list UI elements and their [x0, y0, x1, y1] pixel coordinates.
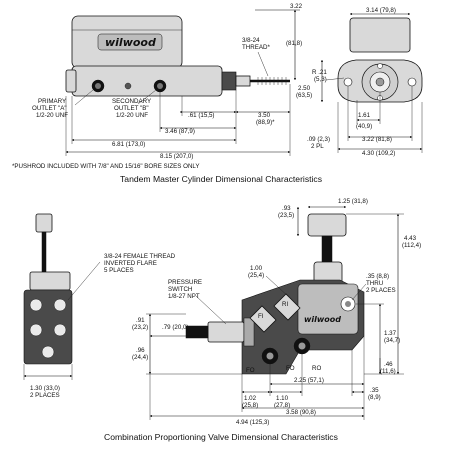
- port-ri-label: RI: [282, 301, 288, 308]
- dim-322-metric: (81,8): [286, 40, 302, 47]
- dim-102-metric: (25,8): [242, 402, 258, 409]
- dim-096-metric: (24,4): [132, 354, 148, 361]
- dim-079-label: .79 (20,0): [162, 324, 188, 331]
- thru-hole-label-1: .35 (8,8): [366, 273, 389, 280]
- dim-443-label: 4.43: [404, 235, 417, 242]
- dim-322-label: 3.22: [290, 3, 303, 10]
- pressure-switch-label-2: SWITCH: [168, 286, 192, 293]
- dim-035-label: .35: [370, 387, 379, 394]
- dim-815-label: 8.15 (207,0): [160, 153, 193, 160]
- dim-161-label: 1.61: [358, 112, 371, 119]
- dim-096-label: .96: [136, 347, 145, 354]
- female-thread-label-3: 5 PLACES: [104, 267, 134, 274]
- thru-hole-label-3: 2 PLACES: [366, 287, 396, 294]
- pressure-switch-label-3: 1/8-27 NPT: [168, 293, 200, 300]
- dim-430-label: 4.30 (109,2): [362, 150, 395, 157]
- dim-009-places: 2 PL: [311, 143, 324, 150]
- pushrod-footnote: *PUSHROD INCLUDED WITH 7/8" AND 15/16" B…: [12, 163, 200, 170]
- primary-outlet-label-2: OUTLET "A": [32, 105, 67, 112]
- dim-346-label: 3.46 (87,9): [165, 128, 195, 135]
- female-thread-label-2: INVERTED FLARE: [104, 260, 157, 267]
- master-cylinder-end-view: [320, 12, 423, 153]
- port-fo-b-label: FO: [286, 365, 295, 372]
- master-cylinder-side-view: [65, 9, 300, 156]
- dim-110-label: 1.10: [276, 395, 289, 402]
- thru-hole-label-2: THRU: [366, 280, 383, 287]
- valve-front-view: [23, 213, 101, 380]
- dim-r21-label: R .21: [312, 69, 327, 76]
- master-cylinder-caption: Tandem Master Cylinder Dimensional Chara…: [120, 174, 322, 184]
- primary-outlet-label-3: 1/2-20 UNF: [36, 112, 68, 119]
- wilwood-logo-valve: wilwood: [304, 315, 341, 324]
- valve-annotations: 3/8-24 FEMALE THREAD INVERTED FLARE 5 PL…: [30, 198, 421, 442]
- valve-caption: Combination Proportioning Valve Dimensio…: [104, 432, 338, 442]
- port-fi-label: FI: [258, 313, 264, 320]
- valve-logo: wilwood: [304, 315, 341, 324]
- master-cylinder-logo: wilwood: [105, 36, 156, 49]
- dim-125-label: 1.25 (31,8): [338, 198, 368, 205]
- dim-102-label: 1.02: [244, 395, 257, 402]
- dim-061-label: .61 (15,5): [188, 112, 214, 119]
- dim-093-metric: (23,5): [278, 212, 294, 219]
- dim-r21-metric: (5,3): [314, 76, 327, 83]
- port-fo-a-label: FO: [246, 367, 255, 374]
- dim-091-metric: (23,2): [132, 324, 148, 331]
- thread-label-2: THREAD*: [242, 44, 270, 51]
- wilwood-logo: wilwood: [105, 36, 156, 49]
- dim-046-label: .46: [384, 361, 393, 368]
- dim-443-metric: (112,4): [402, 242, 421, 249]
- dim-322b-label: 3.22 (81,8): [362, 136, 392, 143]
- dim-046-metric: (11,6): [380, 368, 396, 375]
- dim-091-label: .91: [136, 317, 145, 324]
- dim-314-label: 3.14 (79,8): [366, 7, 396, 14]
- dim-225-label: 2.25 (57,1): [294, 377, 324, 384]
- female-thread-label-1: 3/8-24 FEMALE THREAD: [104, 253, 176, 260]
- secondary-outlet-label-3: 1/2-20 UNF: [116, 112, 148, 119]
- primary-outlet-label-1: PRIMARY: [38, 98, 66, 105]
- port-ro-label: RO: [312, 365, 321, 372]
- dim-161-metric: (40,9): [356, 123, 372, 130]
- dim-250-label: 2.50: [298, 85, 311, 92]
- dim-130-label: 1.30 (33,0): [30, 385, 60, 392]
- pressure-switch-label-1: PRESSURE: [168, 279, 202, 286]
- dim-100-metric: (25,4): [248, 272, 264, 279]
- secondary-outlet-label-2: OUTLET "B": [114, 105, 149, 112]
- secondary-outlet-label-1: SECONDARY: [112, 98, 151, 105]
- valve-main-view: [146, 205, 404, 420]
- dim-137-metric: (34,7): [384, 337, 400, 344]
- dim-358-label: 3.58 (90,8): [286, 409, 316, 416]
- thread-label-1: 3/8-24: [242, 37, 260, 44]
- dim-350-label: 3.50: [258, 112, 271, 119]
- dim-130-places: 2 PLACES: [30, 392, 60, 399]
- dim-137-label: 1.37: [384, 330, 397, 337]
- dim-250-metric: (63,5): [296, 92, 312, 99]
- master-cylinder-annotations: 3.22 (81,8) 3/8-24 THREAD* PRIMARY OUTLE…: [12, 3, 396, 184]
- dim-093-label: .93: [282, 205, 291, 212]
- dim-035-metric: (8,9): [368, 394, 381, 401]
- dim-681-label: 6.81 (173,0): [112, 141, 145, 148]
- dim-350-metric: (88,9)*: [256, 119, 275, 126]
- dim-100-label: 1.00: [250, 265, 263, 272]
- dim-009-label: .09 (2,3): [307, 136, 330, 143]
- dim-494-label: 4.94 (125,3): [236, 419, 269, 426]
- dim-110-metric: (27,8): [274, 402, 290, 409]
